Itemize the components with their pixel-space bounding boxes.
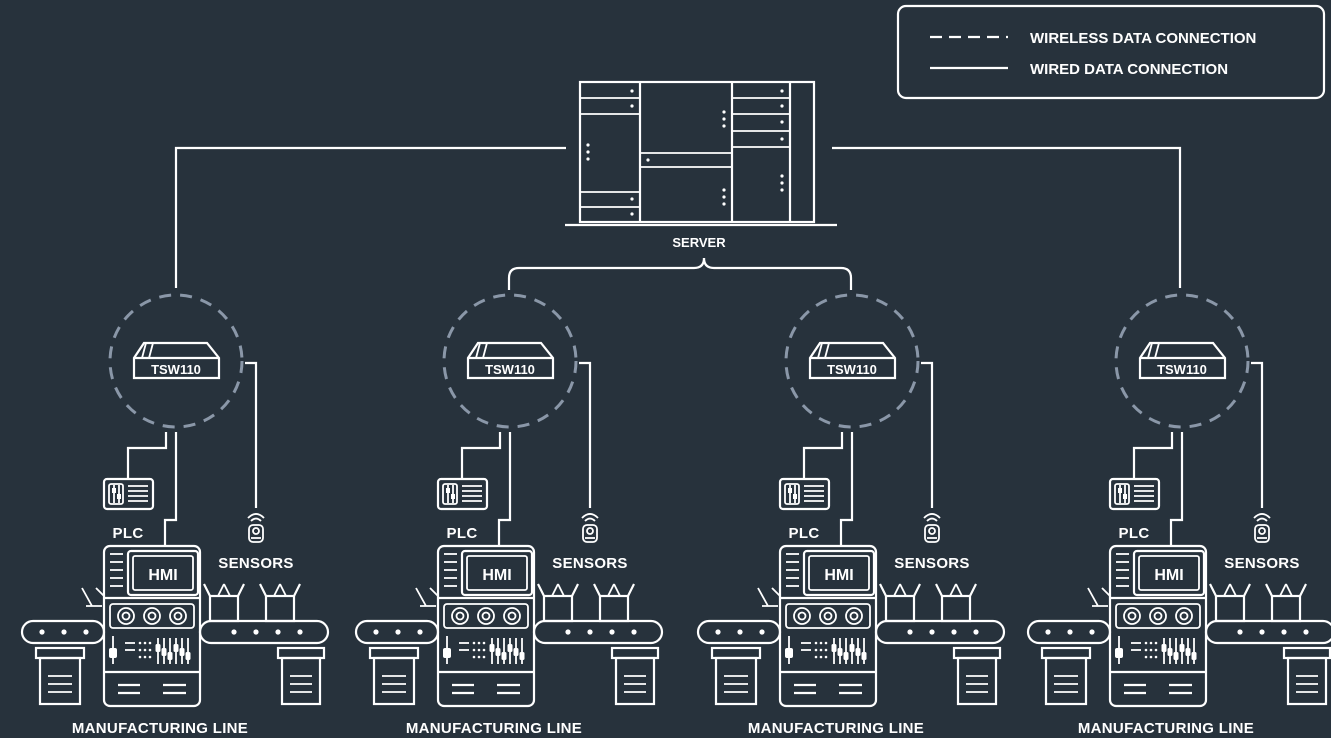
switch-label: TSW110	[485, 362, 535, 377]
sensors-label: SENSORS	[1224, 555, 1299, 572]
switch-label: TSW110	[151, 362, 201, 377]
conveyor-right	[532, 583, 664, 706]
legend-box	[896, 4, 1326, 100]
sensors-label: SENSORS	[218, 555, 293, 572]
server-wired-connections	[174, 146, 1182, 290]
hmi-label: HMI	[148, 567, 177, 584]
legend: WIRELESS DATA CONNECTION WIRED DATA CONN…	[896, 4, 1326, 100]
conveyor-left	[354, 587, 440, 706]
manufacturing-line-label: MANUFACTURING LINE	[1078, 720, 1254, 737]
server-rack-icon	[565, 80, 837, 227]
conveyor-right	[198, 583, 330, 706]
hmi-label: HMI	[482, 567, 511, 584]
plc-label: PLC	[1119, 525, 1150, 542]
switch-label: TSW110	[827, 362, 877, 377]
conveyor-left	[20, 587, 106, 706]
sensors-label: SENSORS	[552, 555, 627, 572]
wireless-sensor-icon	[581, 513, 599, 543]
conveyor-right	[1204, 583, 1331, 706]
wireless-sensor-icon	[247, 513, 265, 543]
manufacturing-line-label: MANUFACTURING LINE	[72, 720, 248, 737]
network-switch-icon: TSW110	[132, 341, 221, 380]
hmi-label: HMI	[1154, 567, 1183, 584]
wireless-range-ring	[784, 293, 920, 429]
plc-label: PLC	[789, 525, 820, 542]
hmi-label: HMI	[824, 567, 853, 584]
hmi-machine-icon: HMI	[436, 544, 536, 708]
switch-wired-links	[802, 361, 934, 546]
switch-wired-links	[126, 361, 258, 546]
network-switch-icon: TSW110	[1138, 341, 1227, 380]
wireless-range-ring	[108, 293, 244, 429]
switch-wired-links	[1132, 361, 1264, 546]
hmi-machine-icon: HMI	[778, 544, 878, 708]
hmi-machine-icon: HMI	[1108, 544, 1208, 708]
sensors-label: SENSORS	[894, 555, 969, 572]
conveyor-left	[696, 587, 782, 706]
wireless-legend-label: WIRELESS DATA CONNECTION	[1030, 30, 1256, 47]
hmi-machine-icon: HMI	[102, 544, 202, 708]
wireless-range-ring	[1114, 293, 1250, 429]
wireless-sensor-icon	[1253, 513, 1271, 543]
manufacturing-line-label: MANUFACTURING LINE	[748, 720, 924, 737]
manufacturing-line-label: MANUFACTURING LINE	[406, 720, 582, 737]
conveyor-left	[1026, 587, 1112, 706]
server-label: SERVER	[672, 235, 726, 250]
plc-label: PLC	[113, 525, 144, 542]
switch-label: TSW110	[1157, 362, 1207, 377]
plc-controller-icon	[778, 477, 831, 511]
wireless-sensor-icon	[923, 513, 941, 543]
plc-controller-icon	[1108, 477, 1161, 511]
plc-label: PLC	[447, 525, 478, 542]
wired-legend-label: WIRED DATA CONNECTION	[1030, 61, 1228, 78]
plc-controller-icon	[102, 477, 155, 511]
network-switch-icon: TSW110	[466, 341, 555, 380]
switch-wired-links	[460, 361, 592, 546]
network-switch-icon: TSW110	[808, 341, 897, 380]
wireless-range-ring	[442, 293, 578, 429]
conveyor-right	[874, 583, 1006, 706]
plc-controller-icon	[436, 477, 489, 511]
